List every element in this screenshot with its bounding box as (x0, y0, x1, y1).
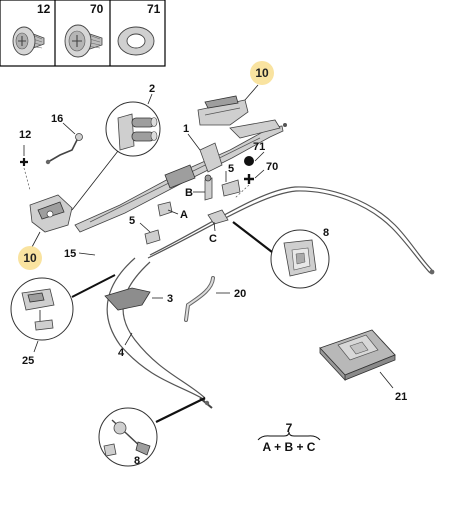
callout-2: 2 (149, 83, 155, 95)
callout-10-upper: 10 (255, 66, 269, 80)
callout-10-lower: 10 (23, 251, 37, 265)
insulation-pad-part-21 (319, 329, 396, 389)
callout-70: 70 (266, 161, 278, 173)
plus-icon (20, 158, 28, 166)
zoom-detail-part-25 (10, 274, 116, 341)
pad-part-3 (104, 287, 163, 311)
callout-1: 1 (183, 123, 189, 135)
callout-12: 12 (19, 129, 31, 141)
header-part-number-71: 71 (147, 2, 161, 16)
callout-71: 71 (253, 141, 265, 153)
main-cable-assembly (106, 186, 435, 409)
flange-bolt-icon (64, 24, 103, 58)
dot-icon (244, 156, 254, 166)
callout-4: 4 (118, 347, 125, 359)
plus-icon (244, 174, 254, 184)
callout-5-right: 5 (228, 163, 234, 175)
handbrake-lever-part-1 (74, 119, 287, 233)
brackets-a-b-c (144, 174, 241, 245)
lever-bracket-part-10-lower (29, 194, 73, 233)
callout-25: 25 (22, 355, 34, 367)
zoom-detail-part-8-right (232, 221, 330, 289)
callout-8-right: 8 (323, 227, 329, 239)
highlight-callout-10-lower: 10 (18, 246, 42, 270)
callout-8-bottom: 8 (134, 455, 140, 467)
rod-part-20 (184, 276, 230, 322)
lever-handle-part-10-upper (197, 95, 249, 126)
zoom-detail-part-8-bottom (98, 397, 206, 467)
washer-icon (117, 26, 155, 56)
fasteners-70-71 (234, 151, 265, 199)
assembly-number: 7 (286, 421, 293, 435)
leader-lines (31, 84, 259, 353)
callout-21: 21 (395, 391, 407, 403)
callout-B: B (185, 187, 193, 199)
header-part-number-12: 12 (37, 2, 51, 16)
highlight-callout-10-upper: 10 (250, 61, 274, 85)
screw-icon (12, 26, 45, 56)
header-parts-table: 12 70 71 (0, 0, 166, 67)
header-part-number-70: 70 (90, 2, 104, 16)
callout-16: 16 (51, 113, 63, 125)
callout-20: 20 (234, 288, 246, 300)
assembly-formula: 7 A + B + C (257, 421, 321, 454)
callout-labels: 2 1 16 71 70 5 B A 5 C 15 8 3 20 4 25 21… (22, 83, 407, 467)
callout-5-left: 5 (129, 215, 135, 227)
rod-part-16 (45, 133, 83, 165)
callout-3: 3 (167, 293, 173, 305)
callout-A: A (180, 209, 188, 221)
callout-C: C (209, 233, 217, 245)
fastener-12-left: 12 (19, 129, 31, 191)
callout-15: 15 (64, 248, 76, 260)
assembly-formula-text: A + B + C (263, 440, 316, 454)
zoom-detail-part-2 (71, 101, 161, 211)
